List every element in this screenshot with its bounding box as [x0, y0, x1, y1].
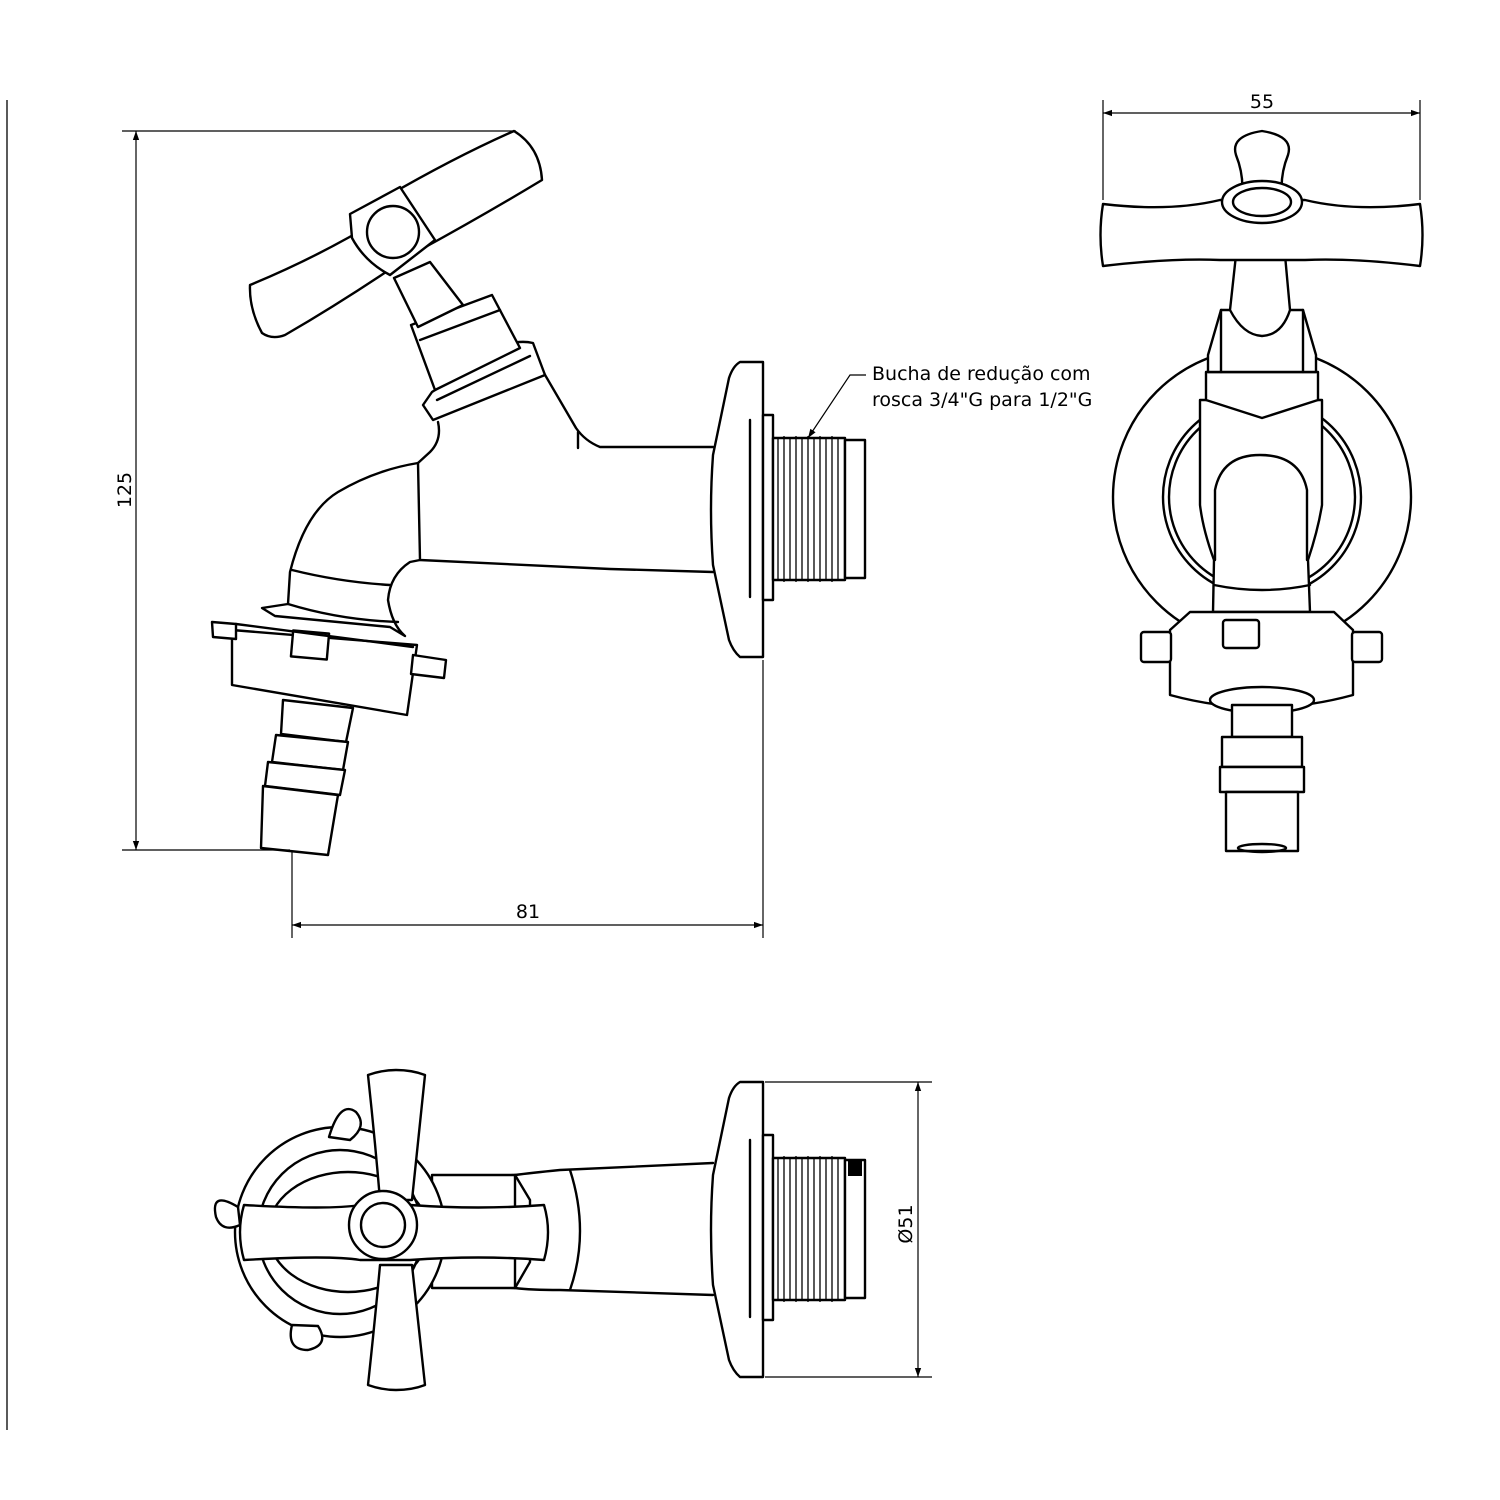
side-thread-bushing — [761, 413, 867, 602]
side-union-nut — [210, 620, 448, 717]
side-valve-body — [539, 366, 715, 449]
side-wall-flange — [709, 360, 765, 659]
dimension-width: 55 — [1102, 91, 1421, 200]
side-view — [210, 129, 867, 857]
note-line-2: rosca 3/4"G para 1/2"G — [872, 389, 1092, 411]
dimension-height: 125 — [114, 130, 516, 851]
top-thread-bushing — [761, 1133, 867, 1322]
dimension-width-label: 55 — [1250, 91, 1274, 113]
note-bushing: Bucha de redução com rosca 3/4"G para 1/… — [807, 363, 1092, 439]
front-cross-handle — [1099, 129, 1424, 268]
dimension-depth: 81 — [291, 660, 764, 938]
side-cross-handle — [248, 129, 544, 339]
side-spout-elbow — [260, 420, 441, 638]
dimension-height-label: 125 — [114, 472, 136, 508]
dimension-flange-diameter-label: Ø51 — [895, 1204, 917, 1243]
note-line-1: Bucha de redução com — [872, 363, 1091, 385]
side-bonnet — [409, 293, 522, 392]
top-cross-handle — [238, 1068, 550, 1392]
top-wall-flange — [709, 1080, 765, 1379]
front-view — [1099, 129, 1424, 854]
front-hose-nozzle — [1218, 703, 1306, 854]
front-union-nut — [1139, 610, 1384, 715]
front-valve-body — [1198, 398, 1324, 614]
dimension-flange-diameter: Ø51 — [765, 1081, 932, 1378]
dimension-depth-label: 81 — [516, 901, 540, 923]
side-hose-nozzle — [259, 698, 355, 857]
top-view — [213, 1068, 867, 1392]
